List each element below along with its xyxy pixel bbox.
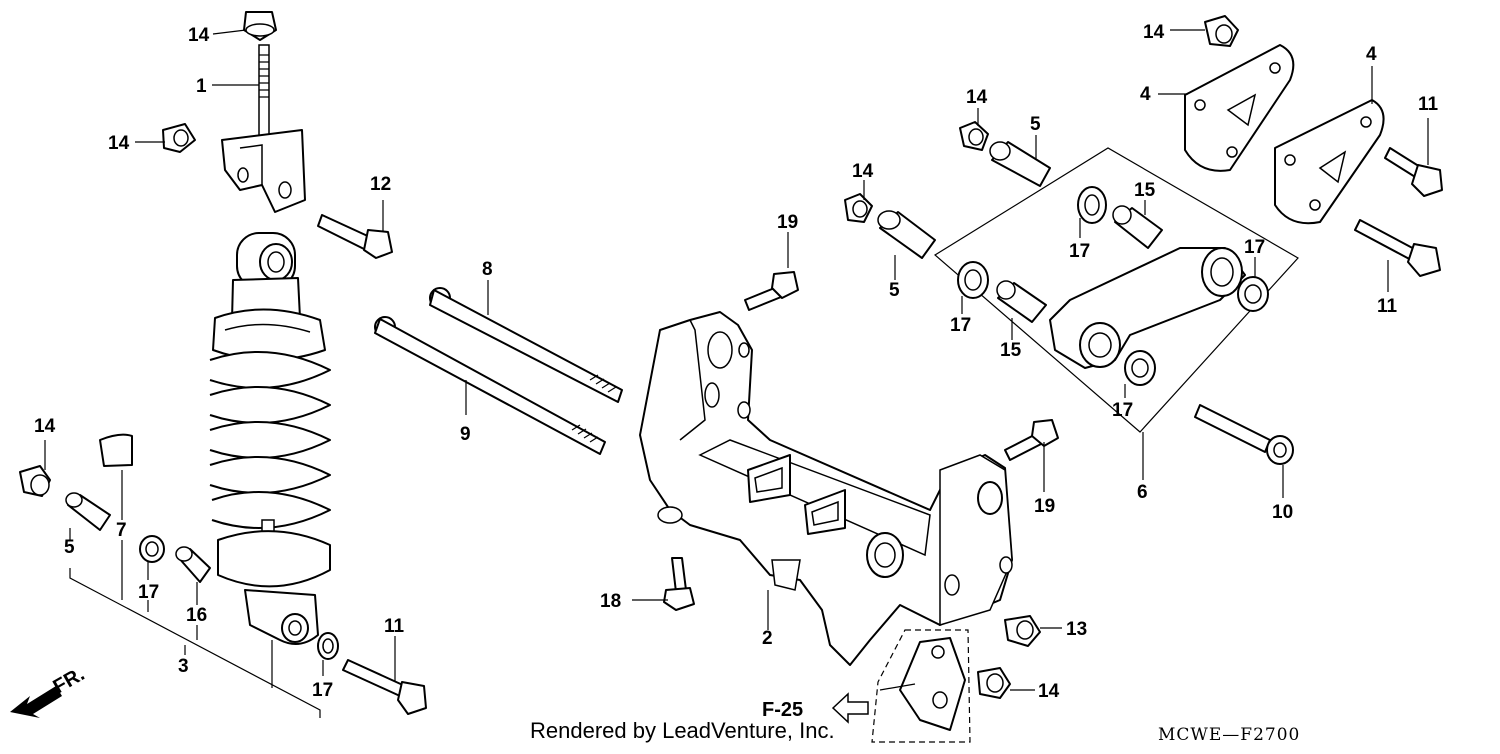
callout-12[interactable]: 12 xyxy=(370,174,391,195)
bolt-19-mid[interactable] xyxy=(1004,419,1059,461)
callout-4[interactable]: 4 xyxy=(1140,84,1151,105)
leader-lines xyxy=(44,29,1429,691)
seal-17-b[interactable] xyxy=(317,632,339,660)
bolt-11-bottom[interactable] xyxy=(342,659,427,715)
seal-17-f[interactable] xyxy=(1124,350,1156,386)
nut-14-left[interactable] xyxy=(162,123,196,153)
callout-17[interactable]: 17 xyxy=(1112,400,1133,421)
rear-shock-absorber[interactable] xyxy=(209,232,331,645)
callout-14[interactable]: 14 xyxy=(1038,681,1060,702)
callout-4[interactable]: 4 xyxy=(1366,44,1377,65)
callout-11[interactable]: 11 xyxy=(1418,94,1439,115)
nut-14-upper[interactable] xyxy=(959,121,989,151)
callout-2[interactable]: 2 xyxy=(762,628,773,649)
nut-14-right-top[interactable] xyxy=(1204,15,1239,47)
callout-3[interactable]: 3 xyxy=(178,656,189,677)
callout-19[interactable]: 19 xyxy=(1034,496,1055,517)
shock-assembly-bracket xyxy=(69,540,321,718)
bolt-11-a[interactable] xyxy=(1384,147,1443,197)
callout-10[interactable]: 10 xyxy=(1272,502,1293,523)
bolt-9[interactable] xyxy=(374,316,606,455)
callout-17[interactable]: 17 xyxy=(1244,237,1265,258)
bolt-19-top[interactable] xyxy=(744,271,799,311)
nut-14-top[interactable] xyxy=(243,11,277,41)
callout-17[interactable]: 17 xyxy=(1069,241,1090,262)
bolt-10[interactable] xyxy=(1194,404,1294,465)
seal-17-e[interactable] xyxy=(957,261,989,299)
callout-14[interactable]: 14 xyxy=(966,87,988,108)
link-plate-4-b[interactable] xyxy=(1274,99,1385,225)
callout-15[interactable]: 15 xyxy=(1000,340,1022,361)
seal-17-c[interactable] xyxy=(1077,186,1107,224)
label-sticker-7[interactable] xyxy=(99,433,133,467)
bolt-12[interactable] xyxy=(317,214,393,259)
callout-5[interactable]: 5 xyxy=(1030,114,1041,135)
front-direction-indicator: FR. xyxy=(10,663,88,718)
nut-14-mid[interactable] xyxy=(844,193,873,223)
callout-17[interactable]: 17 xyxy=(138,582,159,603)
callout-14[interactable]: 14 xyxy=(188,25,210,46)
bolt-8[interactable] xyxy=(429,287,623,403)
callout-labels: 14 1 14 12 8 9 14 7 5 17 16 3 17 11 19 1… xyxy=(34,22,1439,702)
callout-14[interactable]: 14 xyxy=(1143,22,1165,43)
arrow-left-icon xyxy=(831,692,869,724)
collar-5-left[interactable] xyxy=(65,492,111,531)
callout-16[interactable]: 16 xyxy=(186,605,207,626)
callout-17[interactable]: 17 xyxy=(950,315,971,336)
callout-8[interactable]: 8 xyxy=(482,259,493,280)
callout-7[interactable]: 7 xyxy=(116,520,127,541)
callout-15[interactable]: 15 xyxy=(1134,180,1156,201)
callout-11[interactable]: 11 xyxy=(384,616,405,637)
callout-9[interactable]: 9 xyxy=(460,424,471,445)
collar-16[interactable] xyxy=(175,546,211,583)
diagram-code: MCWE—F2700 xyxy=(1158,725,1300,745)
callout-5[interactable]: 5 xyxy=(889,280,900,301)
rear-subframe-2[interactable] xyxy=(639,311,1013,666)
callout-17[interactable]: 17 xyxy=(312,680,333,701)
nut-13[interactable] xyxy=(1004,615,1041,647)
link-plate-4-a[interactable] xyxy=(1184,44,1295,172)
front-arrow-icon xyxy=(10,686,62,718)
seal-17-d[interactable] xyxy=(1237,276,1269,312)
callout-5[interactable]: 5 xyxy=(64,537,75,558)
collar-5-upper[interactable] xyxy=(989,141,1051,187)
shock-upper-mount[interactable] xyxy=(221,44,306,213)
reference-inset xyxy=(871,629,971,743)
callout-19[interactable]: 19 xyxy=(777,212,798,233)
nut-14-lower-left[interactable] xyxy=(19,465,51,497)
bolt-18[interactable] xyxy=(663,557,695,611)
bolt-11-b[interactable] xyxy=(1354,219,1441,277)
callout-18[interactable]: 18 xyxy=(600,591,621,612)
collar-5-mid[interactable] xyxy=(877,210,936,259)
footer-credit: Rendered by LeadVenture, Inc. xyxy=(530,718,835,743)
callout-6[interactable]: 6 xyxy=(1137,482,1148,503)
bearing-15-a[interactable] xyxy=(1112,205,1163,249)
callout-14[interactable]: 14 xyxy=(108,133,130,154)
callout-14[interactable]: 14 xyxy=(852,161,874,182)
bearing-15-b[interactable] xyxy=(996,280,1047,323)
shock-link-arm[interactable] xyxy=(1049,247,1246,369)
callout-11[interactable]: 11 xyxy=(1377,296,1398,317)
callout-13[interactable]: 13 xyxy=(1066,619,1087,640)
seal-17-a[interactable] xyxy=(139,535,165,563)
section-reference[interactable]: F-25 xyxy=(762,692,869,724)
nut-14-bottom[interactable] xyxy=(977,667,1011,699)
callout-1[interactable]: 1 xyxy=(196,76,207,97)
linkage-assembly-6-outline xyxy=(933,147,1299,433)
section-ref-label[interactable]: F-25 xyxy=(762,699,803,721)
callout-14[interactable]: 14 xyxy=(34,416,56,437)
